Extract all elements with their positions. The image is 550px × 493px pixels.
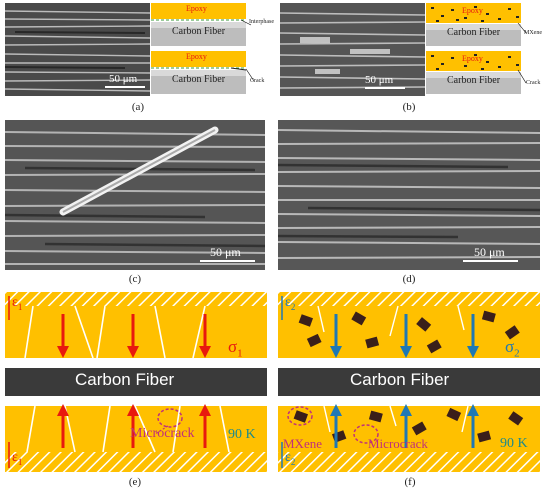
interphase-label-a: Interphase [249,19,274,25]
panel-label-c: (c) [128,273,142,285]
panel-label-b: (b) [402,101,416,113]
strain-label-e-top: ε1 [12,295,23,312]
epoxy-label-a2: Epoxy [186,52,207,61]
stress-label-f: σ2 [505,337,520,360]
strain-label-f-top: ε2 [285,295,296,312]
fiber-label-b2: Carbon Fiber [447,75,501,86]
temperature-label-e: 90 K [228,427,256,442]
panel-label-d: (d) [402,273,416,285]
mxene-label-f: MXene [283,436,322,451]
schematic-b [426,3,527,94]
sem-image-a: 50 μm [5,3,150,96]
sem-image-d: 50 μm [278,120,540,270]
scale-bar-d [463,260,518,262]
stress-label-e: σ1 [228,337,243,360]
sem-texture-b [280,3,425,96]
scale-label-d: 50 μm [474,245,505,259]
sem-texture-c [5,120,265,270]
fiber-label-f: Carbon Fiber [350,370,450,389]
fiber-label-b1: Carbon Fiber [447,27,501,38]
schematic-e [5,292,267,472]
sem-texture-a [5,3,150,96]
panel-label-e: (e) [128,476,142,488]
sem-image-c: 50 μm [5,120,265,270]
scale-bar-b [365,87,405,89]
panel-label-f: (f) [404,476,416,488]
strain-label-e-bottom: ε1 [12,450,23,467]
fiber-label-a1: Carbon Fiber [172,26,226,37]
scale-label-c: 50 μm [210,245,241,259]
epoxy-label-b2: Epoxy [462,54,483,63]
sem-image-b: 50 μm [280,3,425,96]
crack-label-b: Crack [526,80,541,86]
fiber-label-a2: Carbon Fiber [172,74,226,85]
scale-label-a: 50 μm [109,73,138,85]
epoxy-label-b1: Epoxy [462,6,483,15]
microcrack-label-f: Microcrack [368,436,428,451]
epoxy-label-a1: Epoxy [186,4,207,13]
scale-bar-c [200,260,255,262]
microcrack-label-e: Microcrack [130,426,195,441]
fiber-label-e: Carbon Fiber [75,370,175,389]
sem-texture-d [278,120,540,270]
temperature-label-f: 90 K [500,436,528,451]
scale-label-b: 50 μm [365,74,394,86]
scale-bar-a [105,86,145,88]
schematic-a [151,3,255,94]
crack-label-a: Crack [250,78,265,84]
panel-label-a: (a) [131,101,145,113]
mxene-label-b: MXene [524,30,542,36]
schematic-f [278,292,540,472]
strain-label-f-bottom: ε2 [285,450,296,467]
